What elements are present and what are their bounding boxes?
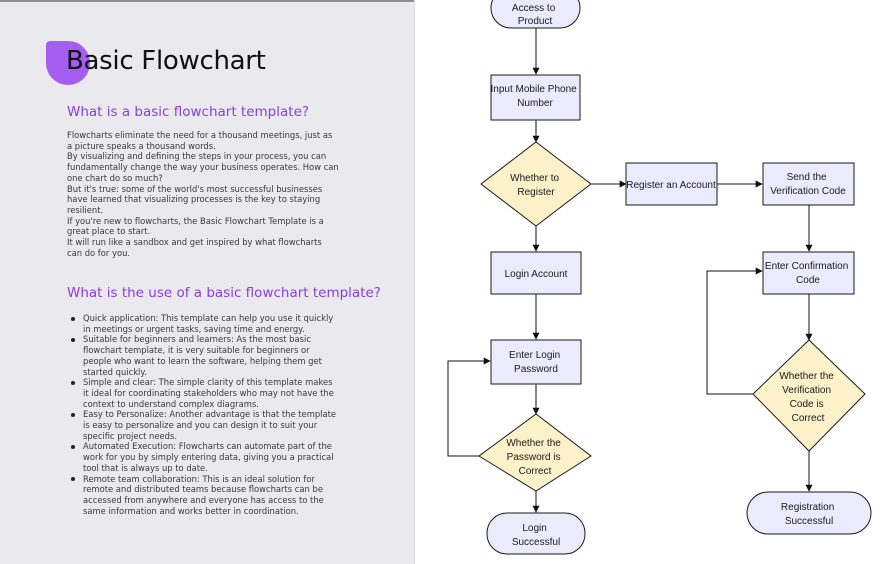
node-label: Whether the Password is Correct <box>506 438 563 477</box>
decision-whether-code-correct <box>752 339 866 452</box>
terminal-registration-success <box>746 491 872 535</box>
intro-paragraph: Flowcharts eliminate the need for a thou… <box>67 130 333 151</box>
page-title: Basic Flowchart <box>66 46 266 76</box>
node-label: Whether the Verification Code is Correct <box>779 371 836 424</box>
node-label: Enter Confirmation Code <box>765 261 851 286</box>
list-item: Remote team collaboration: This is an id… <box>67 474 339 517</box>
section-heading-what-is: What is a basic flowchart template? <box>67 104 310 120</box>
node-label: Input Mobile Phone Number <box>491 84 580 109</box>
process-input-phone <box>490 74 581 121</box>
node-label: Register an Account <box>626 180 716 191</box>
node-label: Login Successful <box>512 523 560 548</box>
process-enter-password <box>490 339 582 385</box>
list-item: Quick application: This template can hel… <box>67 313 339 334</box>
panel-divider <box>414 0 415 564</box>
node-label: Access to Product <box>512 3 558 27</box>
section-heading-use: What is the use of a basic flowchart tem… <box>67 285 381 301</box>
process-enter-confirmation <box>762 251 855 295</box>
intro-body: Flowcharts eliminate the need for a thou… <box>67 130 339 258</box>
terminal-access <box>490 0 581 29</box>
node-label: Login Account <box>505 269 568 280</box>
intro-paragraph: It will run like a sandbox and get inspi… <box>67 237 322 258</box>
intro-paragraph: If you're new to flowcharts, the Basic F… <box>67 215 324 237</box>
decision-whether-password-correct <box>478 413 592 492</box>
process-login-account <box>490 251 582 295</box>
flowchart-canvas[interactable]: Access to Product Input Mobile Phone Num… <box>415 0 888 564</box>
terminal-login-success <box>486 512 586 555</box>
node-label: Send the Verification Code <box>770 172 846 197</box>
connector <box>706 267 763 395</box>
logo-icon <box>46 41 90 85</box>
decision-whether-register <box>480 141 592 227</box>
list-item: Simple and clear: The simple clarity of … <box>67 377 339 409</box>
intro-paragraph: By visualizing and defining the steps in… <box>67 151 339 183</box>
list-item: Easy to Personalize: Another advantage i… <box>67 409 339 441</box>
connector <box>447 357 491 457</box>
process-send-code <box>762 162 855 206</box>
top-divider <box>0 0 414 2</box>
list-item: Suitable for beginners and learners: As … <box>67 334 339 377</box>
list-item: Automated Execution: Flowcharts can auto… <box>67 441 339 473</box>
intro-paragraph: But it's true: some of the world's most … <box>67 183 323 215</box>
process-register-account <box>625 162 718 206</box>
node-label: Enter Login Password <box>509 350 563 375</box>
node-label: Whether to Register <box>510 173 562 198</box>
document-panel: Basic Flowchart What is a basic flowchar… <box>0 0 414 564</box>
node-label: Registration Successful <box>781 502 837 527</box>
use-list: Quick application: This template can hel… <box>67 313 339 516</box>
